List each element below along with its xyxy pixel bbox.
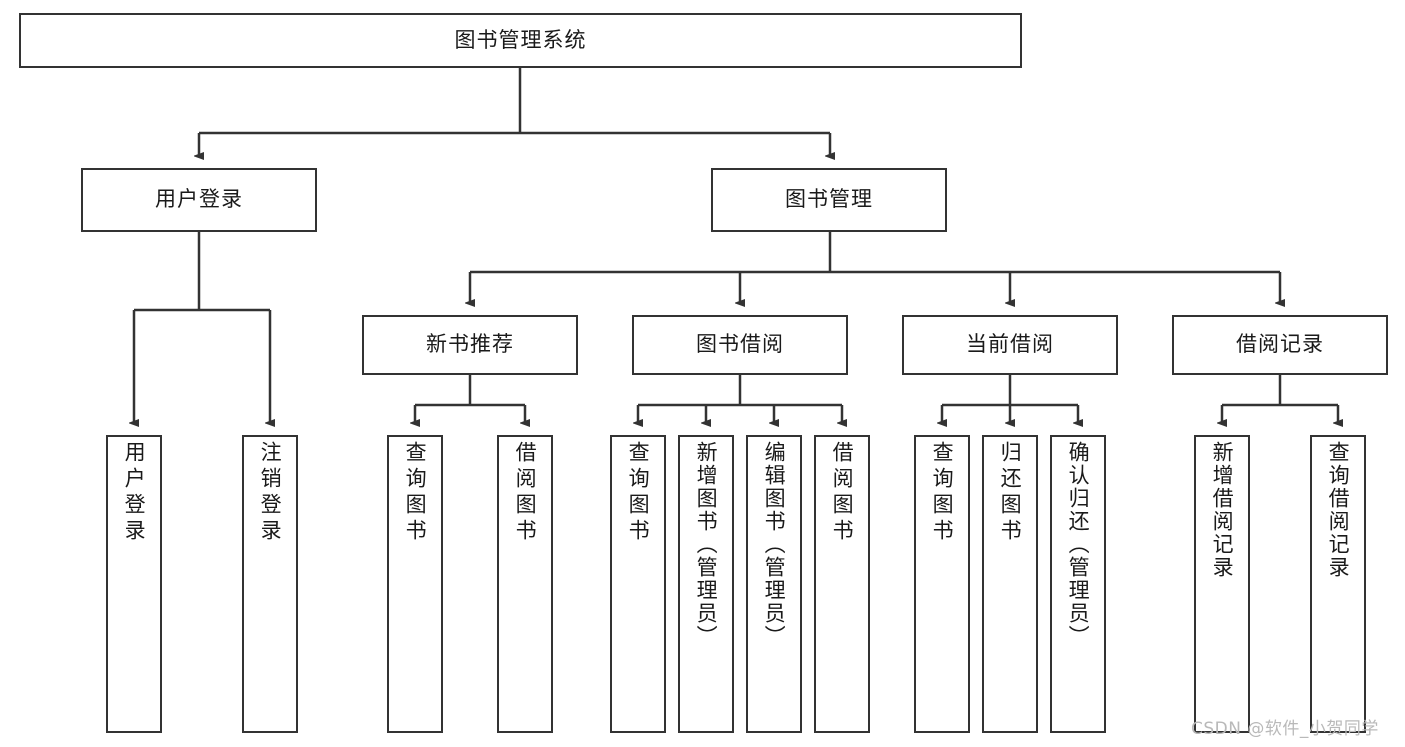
node-label: 确认归还（管理员） (1066, 441, 1091, 648)
node-label: 用户登录 (155, 187, 243, 212)
node-label: 注销登录 (258, 441, 283, 545)
node-label: 图书借阅 (696, 332, 784, 357)
node-root-system[interactable]: 图书管理系统 (19, 13, 1022, 68)
node-new-book-recommend[interactable]: 新书推荐 (362, 315, 578, 375)
node-current-borrow[interactable]: 当前借阅 (902, 315, 1118, 375)
leaf-new-book-query[interactable]: 查询图书 (387, 435, 443, 733)
node-borrow-record[interactable]: 借阅记录 (1172, 315, 1388, 375)
node-label: 图书管理 (785, 187, 873, 212)
node-label: 新增借阅记录 (1210, 441, 1235, 579)
node-label: 借阅图书 (513, 441, 538, 545)
node-label: 用户登录 (122, 441, 147, 545)
leaf-current-borrow-confirm-return[interactable]: 确认归还（管理员） (1050, 435, 1106, 733)
node-label: 查询图书 (930, 441, 955, 545)
node-label: 查询图书 (626, 441, 651, 545)
node-label: 新书推荐 (426, 332, 514, 357)
leaf-book-borrow-query[interactable]: 查询图书 (610, 435, 666, 733)
node-label: 图书管理系统 (454, 27, 587, 52)
node-book-management[interactable]: 图书管理 (711, 168, 947, 232)
watermark-text: CSDN @软件_小贺同学 (1191, 719, 1379, 739)
node-label: 归还图书 (998, 441, 1023, 545)
leaf-borrow-record-query[interactable]: 查询借阅记录 (1310, 435, 1366, 733)
node-user-login[interactable]: 用户登录 (81, 168, 317, 232)
node-label: 借阅记录 (1236, 332, 1324, 357)
leaf-book-borrow-borrow[interactable]: 借阅图书 (814, 435, 870, 733)
leaf-user-login-logout[interactable]: 注销登录 (242, 435, 298, 733)
leaf-user-login-login[interactable]: 用户登录 (106, 435, 162, 733)
node-label: 当前借阅 (966, 332, 1054, 357)
leaf-current-borrow-return[interactable]: 归还图书 (982, 435, 1038, 733)
leaf-book-borrow-edit[interactable]: 编辑图书（管理员） (746, 435, 802, 733)
node-label: 查询借阅记录 (1326, 441, 1351, 579)
leaf-book-borrow-add[interactable]: 新增图书（管理员） (678, 435, 734, 733)
node-book-borrow[interactable]: 图书借阅 (632, 315, 848, 375)
node-label: 新增图书（管理员） (694, 441, 719, 648)
leaf-borrow-record-add[interactable]: 新增借阅记录 (1194, 435, 1250, 733)
node-label: 借阅图书 (830, 441, 855, 545)
node-label: 查询图书 (403, 441, 428, 545)
leaf-new-book-borrow[interactable]: 借阅图书 (497, 435, 553, 733)
leaf-current-borrow-query[interactable]: 查询图书 (914, 435, 970, 733)
node-label: 编辑图书（管理员） (762, 441, 787, 648)
